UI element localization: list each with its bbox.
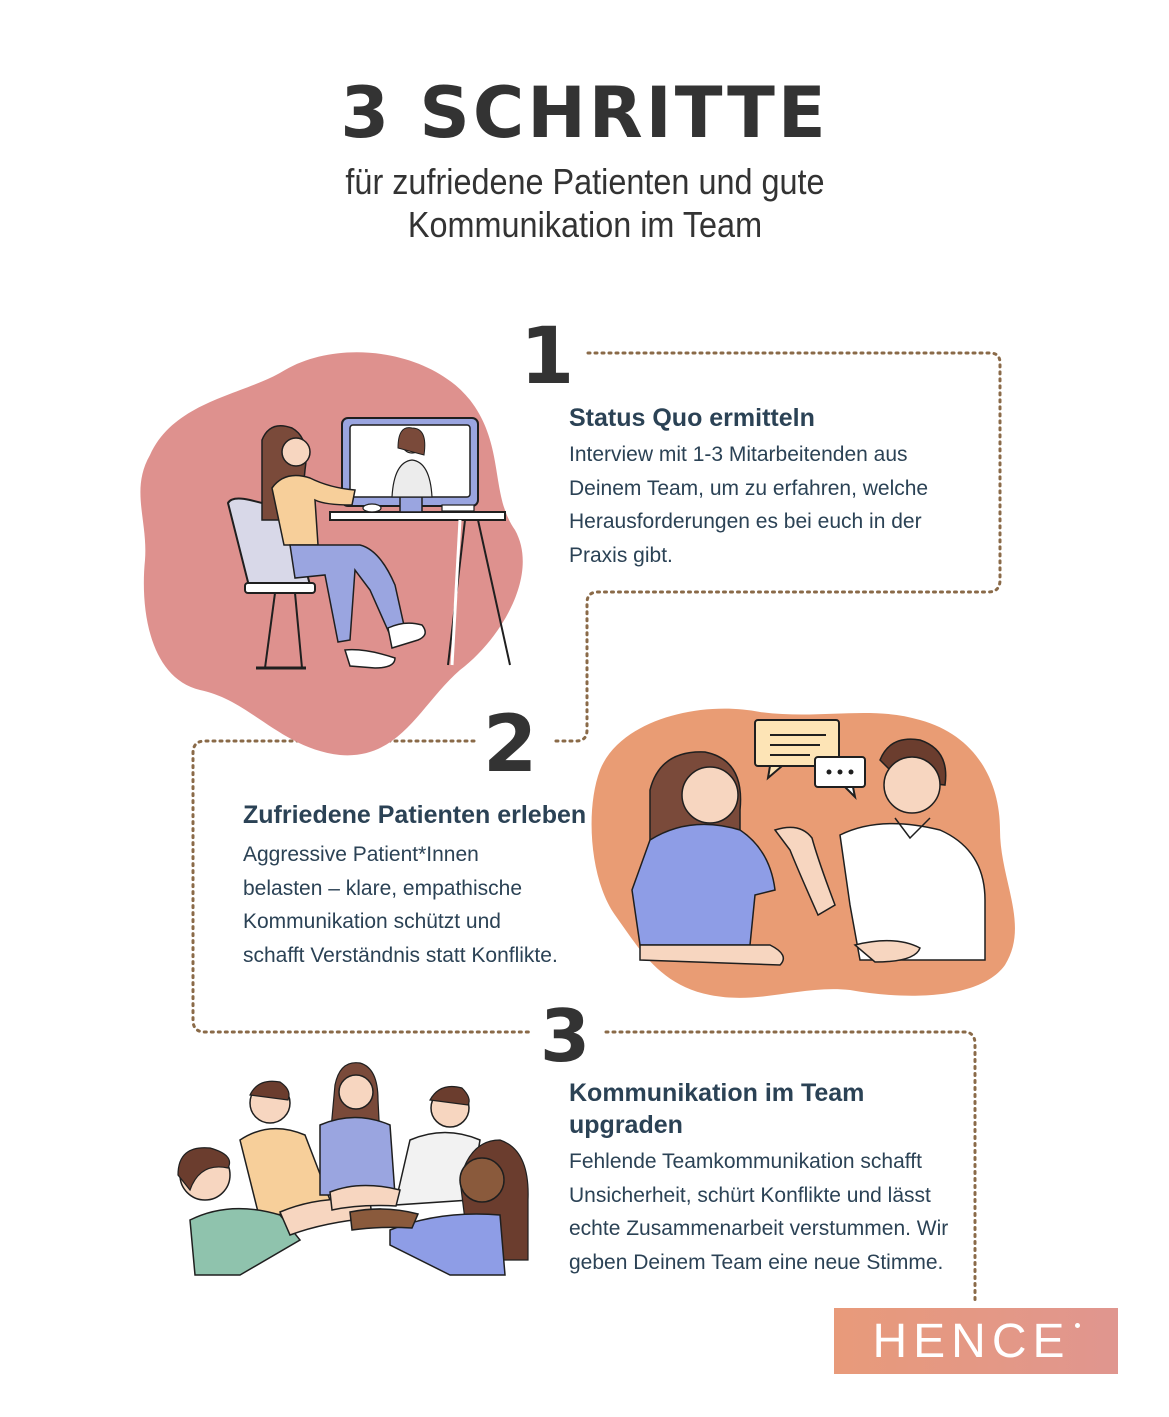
- step-3-title-line: upgraden: [569, 1111, 683, 1139]
- step-2-body: Aggressive Patient*Innen belasten – klar…: [243, 838, 558, 972]
- step-1-title: Status Quo ermitteln: [569, 404, 815, 432]
- step-3-body-line: echte Zusammenarbeit verstummen. Wir: [569, 1217, 949, 1240]
- subtitle-line-2: Kommunikation im Team: [407, 204, 763, 245]
- hence-logo: HENCE: [834, 1308, 1118, 1374]
- step-2-body-line: belasten – klare, empathische: [243, 876, 522, 900]
- step-2-number: 2: [483, 700, 538, 790]
- page-title: 3 SCHRITTE: [340, 72, 829, 154]
- step-3-number: 3: [540, 994, 591, 1078]
- step-2-title: Zufriedene Patienten erleben: [243, 801, 587, 829]
- conversation-icon: [591, 708, 1015, 998]
- step-2-body-line: Aggressive Patient*Innen: [243, 843, 479, 866]
- video-call-desk-icon: [140, 352, 523, 756]
- logo-text: HENCE: [872, 1314, 1071, 1368]
- step-3-body-line: Unsicherheit, schürt Konflikte und lässt: [569, 1183, 931, 1207]
- step-3-body-line: geben Deinem Team eine neue Stimme.: [569, 1250, 944, 1274]
- step-3-body-line: Fehlende Teamkommunikation schafft: [569, 1150, 922, 1173]
- step-2-body-line: schafft Verständnis statt Konflikte.: [243, 943, 558, 967]
- step-1-body: Interview mit 1-3 Mitarbeitenden aus Dei…: [569, 438, 928, 572]
- page-subtitle: für zufriedene Patienten und gute Kommun…: [293, 160, 878, 246]
- step-3-title-line: Kommunikation im Team: [569, 1079, 865, 1107]
- team-hands-icon: [177, 1062, 529, 1276]
- step-1-body-line: Deinem Team, um zu erfahren, welche: [569, 476, 929, 500]
- step-1-number: 1: [520, 312, 575, 402]
- logo-dot-icon: [1074, 1322, 1080, 1328]
- step-1-body-line: Herausforderungen es bei euch in der: [569, 510, 922, 533]
- dotted-connector-path: [191, 351, 1002, 1302]
- step-3-body: Fehlende Teamkommunikation schafft Unsic…: [569, 1145, 948, 1279]
- step-1-body-line: Praxis gibt.: [569, 543, 673, 567]
- step-2-body-line: Kommunikation schützt und: [243, 910, 501, 933]
- step-1-body-line: Interview mit 1-3 Mitarbeitenden aus: [569, 443, 908, 466]
- step-3-title: Kommunikation im Team upgraden: [569, 1077, 864, 1141]
- subtitle-line-1: für zufriedene Patienten und gute: [345, 161, 825, 202]
